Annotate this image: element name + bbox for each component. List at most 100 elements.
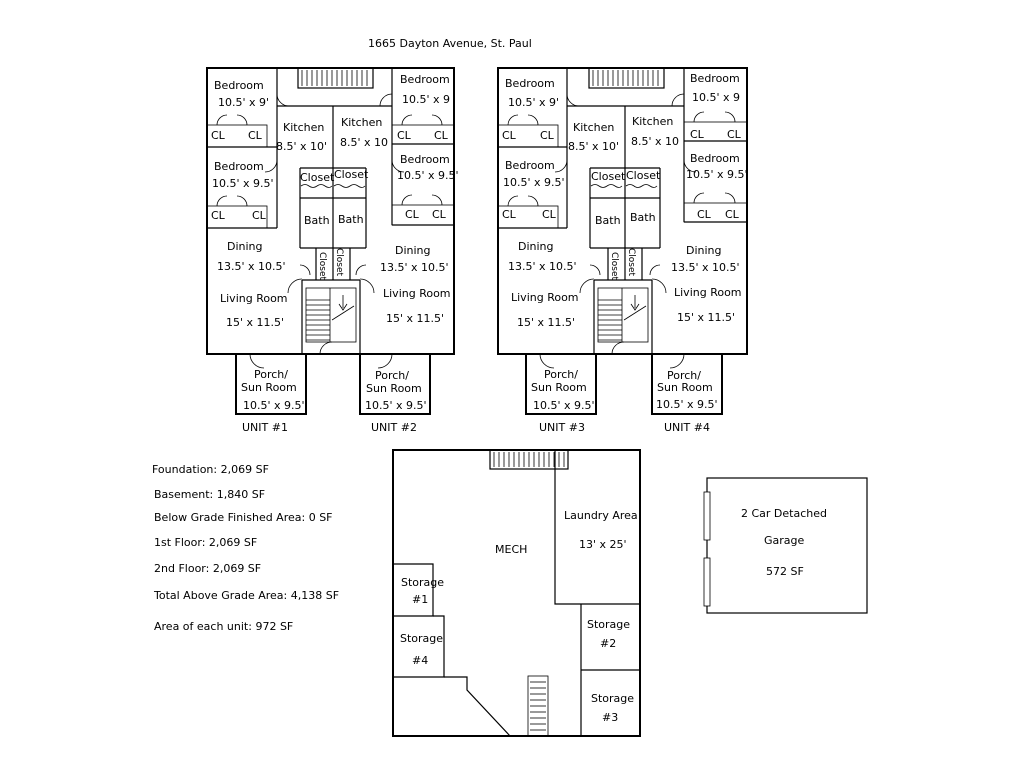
unit-2-dining-name: Dining — [395, 244, 431, 257]
unit-1-cl-1: CL — [211, 129, 226, 142]
unit-4-cl-1: CL — [690, 128, 705, 141]
unit-4-dining-name: Dining — [686, 244, 722, 257]
unit-2-porch-name2: Sun Room — [366, 382, 422, 395]
unit-4-bedroom-back-size: 10.5' x 9.5' — [686, 168, 748, 181]
storage-1-number: #1 — [412, 593, 428, 606]
area-stats: Foundation: 2,069 SF Basement: 1,840 SF … — [152, 463, 339, 633]
unit-4-cl-2: CL — [727, 128, 742, 141]
unit-2-cl-1: CL — [397, 129, 412, 142]
storage-4-label: Storage — [400, 632, 443, 645]
unit-3-bedroom-back-size: 10.5' x 9.5' — [503, 176, 565, 189]
unit-1-bath: Bath — [304, 214, 330, 227]
basement-plan: MECH Laundry Area 13' x 25' Storage #1 S… — [392, 449, 641, 737]
unit-4-bedroom-front-name: Bedroom — [690, 72, 740, 85]
unit-2-porch-name1: Porch/ — [375, 369, 409, 382]
unit-2-porch-size: 10.5' x 9.5' — [365, 399, 427, 412]
unit-2-bedroom-front-size: 10.5' x 9 — [402, 93, 450, 106]
storage-3-label: Storage — [591, 692, 634, 705]
unit-4-closet-vertical: Closet — [626, 248, 636, 277]
unit-2-living-size: 15' x 11.5' — [386, 312, 444, 325]
unit-2-cl-2: CL — [434, 129, 449, 142]
garage-line3: 572 SF — [766, 565, 804, 578]
plan-title: 1665 Dayton Avenue, St. Paul — [368, 37, 532, 50]
storage-3-number: #3 — [602, 711, 618, 724]
unit-4-porch-name1: Porch/ — [667, 369, 701, 382]
unit-4-porch-size: 10.5' x 9.5' — [656, 398, 718, 411]
unit-1-bedroom-back-size: 10.5' x 9.5' — [212, 177, 274, 190]
unit-1-porch-name1: Porch/ — [254, 368, 288, 381]
unit-2-closet-vertical: Closet — [334, 248, 344, 277]
stat-total-above-grade: Total Above Grade Area: 4,138 SF — [153, 589, 339, 602]
unit-3-porch-name1: Porch/ — [544, 368, 578, 381]
unit-4-cl-3: CL — [697, 208, 712, 221]
unit-3-porch-name2: Sun Room — [531, 381, 587, 394]
storage-2-label: Storage — [587, 618, 630, 631]
unit-3-kitchen-size: 8.5' x 10' — [568, 140, 619, 153]
unit-1: Bedroom 10.5' x 9' CL CL Bedroom 10.5' x… — [211, 79, 335, 434]
storage-2-number: #2 — [600, 637, 616, 650]
unit-3-cl-2: CL — [540, 129, 555, 142]
unit-1-porch-size: 10.5' x 9.5' — [243, 399, 305, 412]
unit-1-bedroom-front-name: Bedroom — [214, 79, 264, 92]
unit-2-dining-size: 13.5' x 10.5' — [380, 261, 449, 274]
garage-line2: Garage — [764, 534, 805, 547]
unit-4-bedroom-front-size: 10.5' x 9 — [692, 91, 740, 104]
unit-3-bedroom-front-size: 10.5' x 9' — [508, 96, 559, 109]
unit-1-cl-2: CL — [248, 129, 263, 142]
unit-3-kitchen-name: Kitchen — [573, 121, 614, 134]
garage-plan: 2 Car Detached Garage 572 SF — [703, 477, 868, 614]
unit-2-bedroom-back-name: Bedroom — [400, 153, 450, 166]
unit-3-cl-3: CL — [502, 208, 517, 221]
unit-1-porch-name2: Sun Room — [241, 381, 297, 394]
unit-4-bedroom-back-name: Bedroom — [690, 152, 740, 165]
unit-1-cl-3: CL — [211, 209, 226, 222]
building-left — [206, 67, 455, 415]
unit-4-dining-size: 13.5' x 10.5' — [671, 261, 740, 274]
stat-1st-floor: 1st Floor: 2,069 SF — [154, 536, 257, 549]
unit-3-cl-1: CL — [502, 129, 517, 142]
unit-2-cl-4: CL — [432, 208, 447, 221]
storage-1-label: Storage — [401, 576, 444, 589]
garage-line1: 2 Car Detached — [741, 507, 827, 520]
unit-1-label: UNIT #1 — [242, 421, 288, 434]
unit-2-cl-3: CL — [405, 208, 420, 221]
unit-3-dining-size: 13.5' x 10.5' — [508, 260, 577, 273]
unit-1-closet-vertical: Closet — [317, 252, 327, 281]
unit-1-bedroom-front-size: 10.5' x 9' — [218, 96, 269, 109]
unit-4-kitchen-name: Kitchen — [632, 115, 673, 128]
stat-unit-area: Area of each unit: 972 SF — [154, 620, 293, 633]
stat-below-grade: Below Grade Finished Area: 0 SF — [154, 511, 333, 524]
stat-2nd-floor: 2nd Floor: 2,069 SF — [154, 562, 261, 575]
unit-2: Bedroom 10.5' x 9 CL CL Kitchen 8.5' x 1… — [334, 73, 459, 434]
unit-4-label: UNIT #4 — [664, 421, 710, 434]
unit-3-living-name: Living Room — [511, 291, 579, 304]
unit-1-kitchen-name: Kitchen — [283, 121, 324, 134]
unit-2-kitchen-name: Kitchen — [341, 116, 382, 129]
unit-3-bedroom-back-name: Bedroom — [505, 159, 555, 172]
unit-2-label: UNIT #2 — [371, 421, 417, 434]
unit-4-kitchen-size: 8.5' x 10 — [631, 135, 679, 148]
unit-2-bedroom-back-size: 10.5' x 9.5' — [397, 169, 459, 182]
unit-2-living-name: Living Room — [383, 287, 451, 300]
unit-4-living-size: 15' x 11.5' — [677, 311, 735, 324]
unit-4-closet: Closet — [626, 169, 661, 182]
laundry-size: 13' x 25' — [579, 538, 627, 551]
unit-1-bedroom-back-name: Bedroom — [214, 160, 264, 173]
unit-4: Bedroom 10.5' x 9 CL CL Kitchen 8.5' x 1… — [626, 72, 748, 434]
unit-1-dining-name: Dining — [227, 240, 263, 253]
stat-foundation: Foundation: 2,069 SF — [152, 463, 269, 476]
unit-4-porch-name2: Sun Room — [657, 381, 713, 394]
unit-3-bath: Bath — [595, 214, 621, 227]
unit-1-closet: Closet — [300, 171, 335, 184]
unit-3-cl-4: CL — [542, 208, 557, 221]
building-right — [497, 67, 748, 415]
stat-basement: Basement: 1,840 SF — [154, 488, 265, 501]
unit-2-closet: Closet — [334, 168, 369, 181]
basement-mech: MECH — [495, 543, 527, 556]
unit-3-living-size: 15' x 11.5' — [517, 316, 575, 329]
laundry-name: Laundry Area — [564, 509, 638, 522]
unit-3: Bedroom 10.5' x 9' CL CL Bedroom 10.5' x… — [502, 77, 626, 434]
unit-2-kitchen-size: 8.5' x 10 — [340, 136, 388, 149]
unit-2-bedroom-front-name: Bedroom — [400, 73, 450, 86]
